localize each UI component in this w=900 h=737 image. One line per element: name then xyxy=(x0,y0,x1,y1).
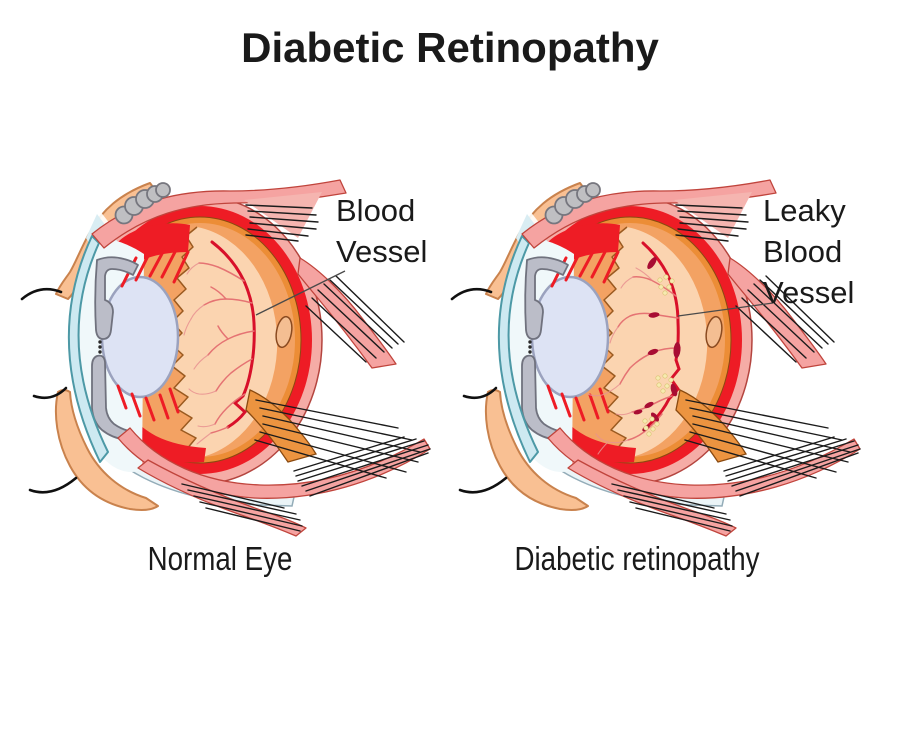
caption-diabetic-retinopathy: Diabetic retinopathy xyxy=(514,540,760,577)
annotation-line-left xyxy=(255,270,346,316)
microaneurysms xyxy=(633,257,681,432)
diabetic-eye-illustration xyxy=(450,178,862,538)
normal-eye-illustration xyxy=(20,178,432,538)
annotation-line-right xyxy=(677,302,774,317)
exudate-deposits xyxy=(642,274,675,437)
caption-normal-eye: Normal Eye xyxy=(147,540,293,577)
retinal-vessels xyxy=(183,240,256,445)
annotation-blood-vessel: Blood Vessel xyxy=(336,193,428,269)
leaky-retinal-vessels xyxy=(587,241,681,455)
page-title: Diabetic Retinopathy xyxy=(241,24,659,71)
annotation-leaky-blood-vessel: Leaky Blood Vessel xyxy=(763,193,855,310)
